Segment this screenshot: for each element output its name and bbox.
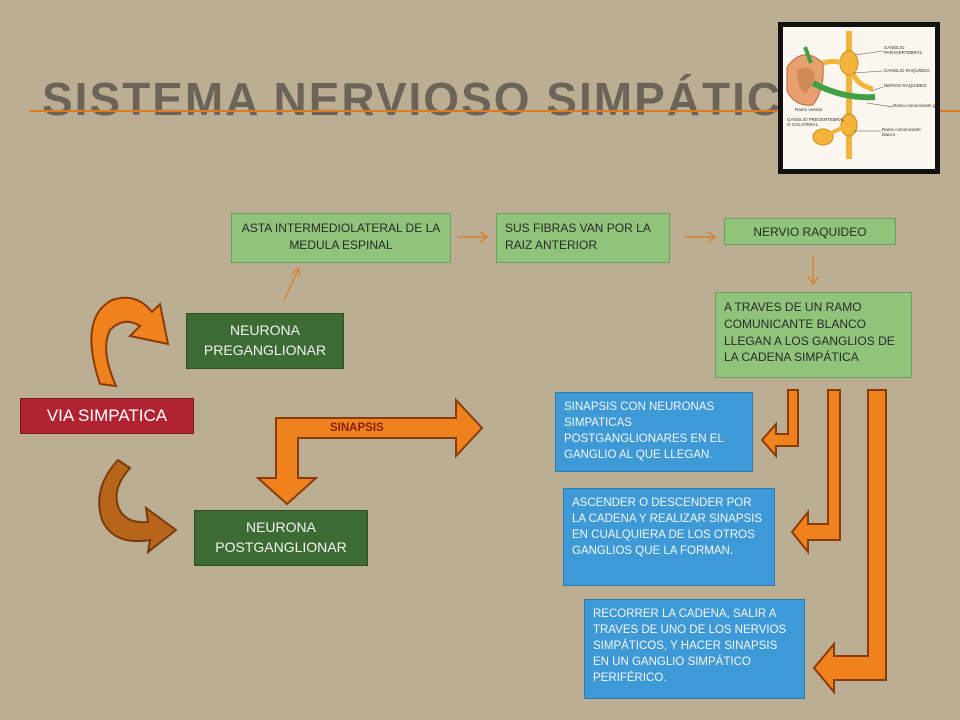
nervio-box: NERVIO RAQUIDEO xyxy=(724,218,896,245)
ramo-text: A TRAVES DE UN RAMO COMUNICANTE BLANCO L… xyxy=(724,300,895,365)
neurona-preganglionar-box: NEURONA PREGANGLIONAR xyxy=(186,313,344,369)
svg-text:PARAVERTEBRAL: PARAVERTEBRAL xyxy=(884,50,923,55)
fibras-box: SUS FIBRAS VAN POR LA RAIZ ANTERIOR xyxy=(496,213,670,263)
option-text-2: ASCENDER O DESCENDER POR LA CADENA Y REA… xyxy=(572,497,763,558)
svg-text:Ramo comunicante: Ramo comunicante xyxy=(882,127,921,132)
option-arrow-3 xyxy=(812,389,887,695)
asta-box: ASTA INTERMEDIOLATERAL DE LA MEDULA ESPI… xyxy=(231,213,451,263)
via-simpatica-box: VIA SIMPATICA xyxy=(20,398,194,434)
anatomy-illustration: GANGLIO PARAVERTEBRAL GANGLIO RAQUÍDEO N… xyxy=(778,22,941,174)
asta-text: ASTA INTERMEDIOLATERAL DE LA MEDULA ESPI… xyxy=(241,221,441,252)
svg-text:blanco: blanco xyxy=(882,132,896,137)
nervio-text: NERVIO RAQUIDEO xyxy=(753,225,867,239)
curved-arrow-down xyxy=(98,458,178,555)
neurona-pre-text: NEURONA PREGANGLIONAR xyxy=(203,322,327,358)
option-box-3: RECORRER LA CADENA, SALIR A TRAVES DE UN… xyxy=(584,599,805,699)
option-text-1: SINAPSIS CON NEURONAS SIMPATICAS POSTGAN… xyxy=(564,401,724,462)
option-arrow-2 xyxy=(790,389,841,555)
spinal-nerve-drawing: GANGLIO PARAVERTEBRAL GANGLIO RAQUÍDEO N… xyxy=(783,27,941,169)
slide-title: Sistema nervioso simpático xyxy=(42,73,820,125)
inset-label: GANGLIO xyxy=(884,45,905,50)
curved-arrow-up xyxy=(90,296,170,388)
svg-text:GANGLIO RAQUÍDEO: GANGLIO RAQUÍDEO xyxy=(884,67,930,73)
neurona-postganglionar-box: NEURONA POSTGANGLIONAR xyxy=(194,510,368,566)
svg-text:Ramo ventral: Ramo ventral xyxy=(795,107,822,112)
svg-text:GANGLIO PREVERTEBRAL: GANGLIO PREVERTEBRAL xyxy=(787,117,845,122)
sinapsis-arrow xyxy=(255,397,484,506)
option-box-2: ASCENDER O DESCENDER POR LA CADENA Y REA… xyxy=(563,488,775,586)
svg-text:Ramo comunicante gris: Ramo comunicante gris xyxy=(893,103,935,108)
svg-text:O COLATERAL: O COLATERAL xyxy=(787,122,819,127)
option-box-1: SINAPSIS CON NEURONAS SIMPATICAS POSTGAN… xyxy=(555,392,753,472)
option-text-3: RECORRER LA CADENA, SALIR A TRAVES DE UN… xyxy=(593,608,787,685)
arrow-pre-to-asta xyxy=(283,269,299,301)
svg-text:NERVIO RAQUÍDEO: NERVIO RAQUÍDEO xyxy=(884,82,927,88)
option-arrow-1 xyxy=(760,389,799,459)
sinapsis-label: SINAPSIS xyxy=(330,422,384,434)
ramo-box: A TRAVES DE UN RAMO COMUNICANTE BLANCO L… xyxy=(715,292,912,378)
via-text: VIA SIMPATICA xyxy=(46,406,168,426)
fibras-text: SUS FIBRAS VAN POR LA RAIZ ANTERIOR xyxy=(505,221,651,252)
neurona-post-text: NEURONA POSTGANGLIONAR xyxy=(215,519,347,555)
title-underline xyxy=(30,110,960,112)
